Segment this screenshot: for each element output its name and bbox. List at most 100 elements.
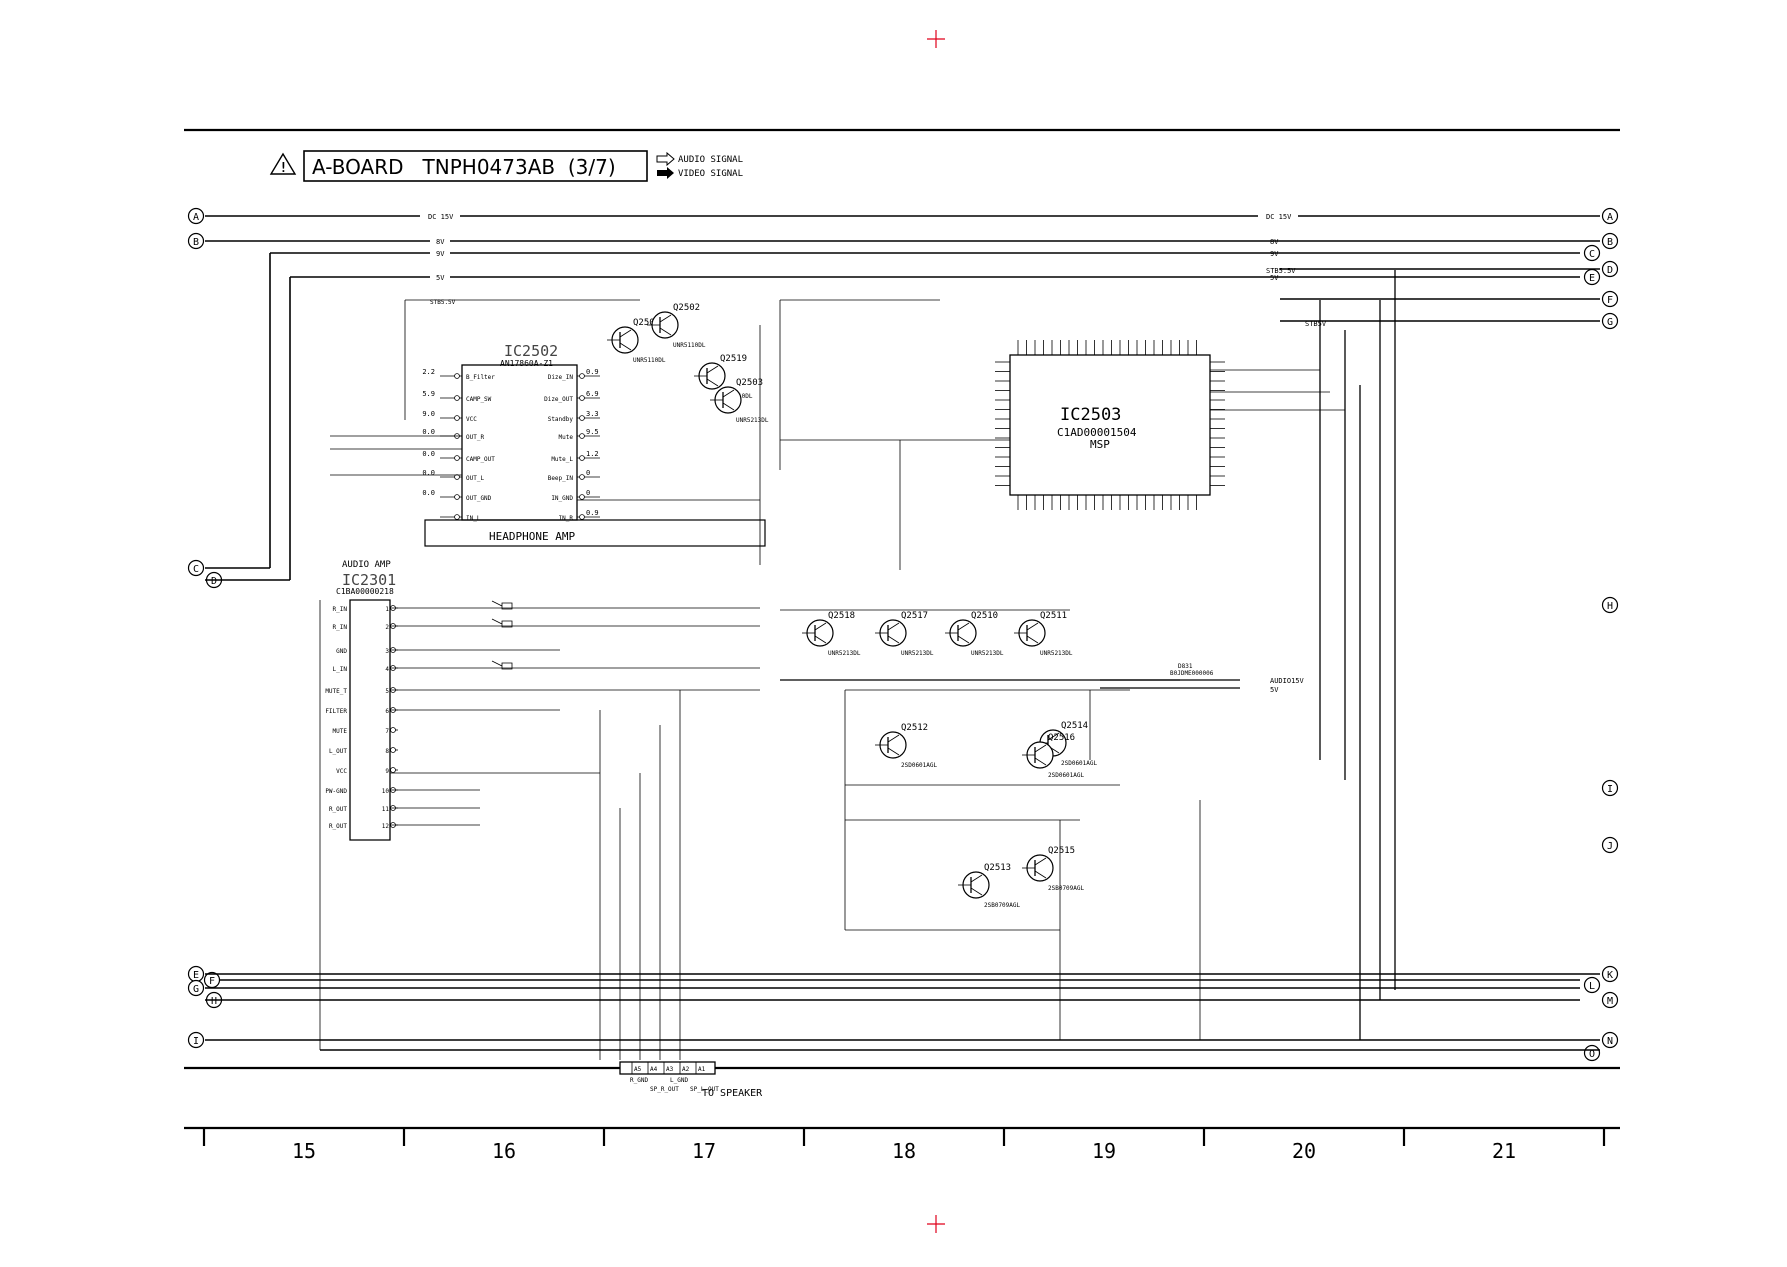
speaker-pin-number: A4 (650, 1066, 658, 1073)
ic2503-part: C1AD00001504 (1057, 426, 1137, 439)
ic2502-pin-name-right: Dize_IN (548, 374, 574, 381)
ic2301-pin-number: 11 (382, 806, 390, 813)
grid-ticks (202, 1128, 1606, 1146)
transistor-group-low: Q25142SD0601AGLQ25122SD0601AGLQ25162SD06… (875, 721, 1098, 909)
speaker-pin-name: L_GND (670, 1077, 688, 1084)
board-title-box (303, 150, 648, 182)
ic2502-pin-voltage-left: 2.2 (422, 368, 435, 376)
transistor-q2510-part: UNR5213DL (971, 650, 1004, 657)
d831-label: D831 (1178, 663, 1193, 670)
left-connector-b: B (187, 232, 205, 250)
left-connector-a: A (187, 207, 205, 225)
rail-5v-label-right: 5V (1270, 274, 1279, 282)
left-connector-a-letter: A (193, 212, 199, 223)
rail-labels: DC 15V DC 15V 8V 9V 5V 8V 9V STB5.5V 5V … (420, 211, 1327, 328)
ic2301-pin-number: 1 (385, 606, 389, 613)
ic2502-pin-name-left: OUT_L (466, 475, 484, 482)
transistor-q2514-ref: Q2514 (1061, 721, 1088, 731)
ic2301-pin-number: 8 (385, 748, 389, 755)
audio-signal-lines (390, 600, 760, 1060)
ic2502-pin-name-left: IN_L (466, 515, 481, 522)
transistor-q2513-part: 2SB0709AGL (984, 902, 1021, 909)
driver-lines (844, 689, 1201, 1040)
ic2301-pin-name: MUTE (333, 728, 348, 735)
ic2301-pin-name: VCC (336, 768, 347, 775)
left-connector-b-letter: B (193, 237, 199, 248)
ic2502-pin-name-right: IN_R (559, 515, 574, 522)
ic2301-part: C1BA00000218 (336, 587, 394, 596)
headphone-amp-block: IC2502 AN17860A-Z1 HEADPHONE AMP B_Filte… (330, 299, 766, 565)
headphone-amp-frame (424, 519, 766, 547)
ic2301-pin-name: MUTE_T (325, 688, 347, 695)
rail-stb5v-right: STB5V (1305, 320, 1327, 328)
ic2502-pin-name-left: CAMP_SW (466, 396, 492, 403)
right-connector-j: J (1601, 836, 1619, 854)
warning-icon: ! (269, 152, 297, 176)
speaker-pin-number: A5 (634, 1066, 642, 1073)
ic2301-pin-name: R_IN (333, 624, 348, 631)
right-connector-a: A (1601, 207, 1619, 225)
right-connector-g-letter: G (1607, 317, 1613, 328)
ic2301-pin-number: 4 (385, 666, 389, 673)
ic2502-pin-voltage-left: 0.0 (422, 450, 435, 458)
ic2502-pin-name-right: Standby (548, 416, 574, 423)
left-connector-e: E (187, 965, 205, 983)
ic2502-pin-voltage-right: 1.2 (586, 450, 599, 458)
stb-label-hp: STB5.5V (430, 299, 456, 306)
transistor-q2515-ref: Q2515 (1048, 846, 1075, 856)
grid-column-label: 21 (1492, 1139, 1516, 1163)
right-connector-l-letter: L (1589, 981, 1595, 992)
transistor-q2516-part: 2SD0601AGL (1048, 772, 1085, 779)
grid-column-label: 20 (1292, 1139, 1316, 1163)
right-connector-l: L (1583, 976, 1601, 994)
ic2502-pin-voltage-right: 0 (586, 489, 590, 497)
ic2502-pin-voltage-right: 0 (586, 469, 590, 477)
right-connector-h-letter: H (1607, 601, 1613, 612)
ic2502-pin-voltage-right: 3.3 (586, 410, 599, 418)
right-connector-k-letter: K (1607, 970, 1613, 981)
transistor-group-top: Q2501UNR5110DLQ2502UNR5110DLQ2519UNR5110… (607, 303, 769, 424)
five-v-label: 5V (1270, 686, 1279, 694)
transistor-q2503-part: UNR5213DL (736, 417, 769, 424)
right-connector-o: O (1583, 1044, 1601, 1062)
ic2502-pin-voltage-right: 9.5 (586, 428, 599, 436)
speaker-pin-number: A3 (666, 1066, 674, 1073)
d831-part: B0JDME000006 (1170, 670, 1214, 677)
ic2502-pin-name-right: Dize_OUT (544, 396, 573, 403)
right-connector-c-letter: C (1589, 249, 1595, 260)
right-connector-m: M (1601, 991, 1619, 1009)
left-connector-d-letter: D (211, 576, 217, 587)
ic2502-pin-voltage-right: 0.9 (586, 509, 599, 517)
ic2301-pin-number: 6 (385, 708, 389, 715)
right-connector-d: D (1601, 260, 1619, 278)
left-connector-f-letter: F (209, 976, 215, 987)
grid-column-label: 15 (292, 1139, 316, 1163)
right-connector-b-letter: B (1607, 237, 1613, 248)
right-connector-k: K (1601, 965, 1619, 983)
right-connector-o-letter: O (1589, 1049, 1595, 1060)
ic2301-pin-name: L_IN (333, 666, 348, 673)
headphone-amp-label: HEADPHONE AMP (489, 530, 575, 543)
ic2301-pin-name: GND (336, 648, 347, 655)
right-connector-i-letter: I (1607, 784, 1613, 795)
ic2301-pin-number: 12 (382, 823, 390, 830)
ic2301-pin-name: L_OUT (329, 748, 347, 755)
legend-video-label: VIDEO SIGNAL (678, 169, 743, 179)
rail-dc15v-label: DC 15V (428, 213, 454, 221)
rail-5v-label: 5V (436, 274, 445, 282)
rail-8v-label: 8V (436, 238, 445, 246)
left-connector-g: G (187, 979, 205, 997)
ic2502-right-pins: Dize_IN0.9Dize_OUT6.9Standby3.3Mute9.5Mu… (544, 368, 600, 522)
ic2502-pin-name-right: Beep_IN (548, 475, 574, 482)
ic2301-pin-number: 5 (385, 688, 389, 695)
right-connector-n: N (1601, 1031, 1619, 1049)
